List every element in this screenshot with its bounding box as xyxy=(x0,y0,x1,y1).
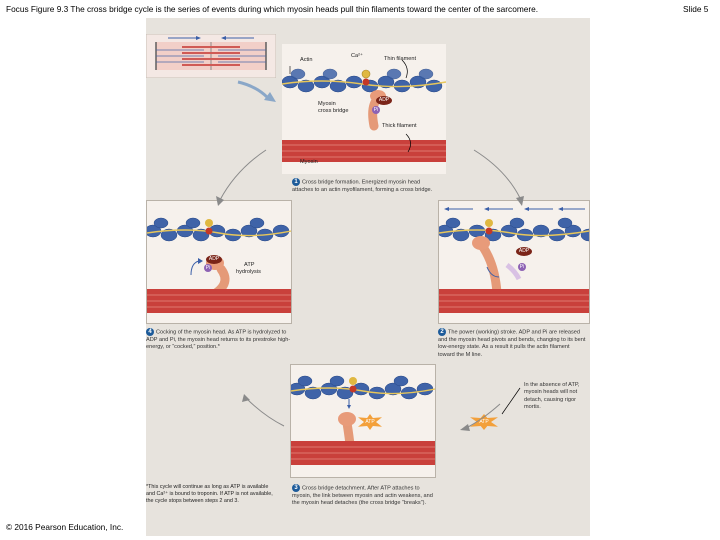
label-calcium: Ca²⁺ xyxy=(351,53,363,59)
label-myosin: Myosin xyxy=(300,159,318,165)
step-badge-3: 3 xyxy=(292,484,300,492)
step-badge-2: 2 xyxy=(438,328,446,336)
pi-badge-left: Pi xyxy=(204,264,212,272)
adp-badge-left: ADP xyxy=(206,255,222,264)
sarcomere-thumbnail xyxy=(145,33,277,79)
rigor-pointer-line xyxy=(500,386,522,416)
figure-title: Focus Figure 9.3 The cross bridge cycle … xyxy=(6,4,539,14)
adp-badge-right: ADP xyxy=(516,247,532,256)
cycle-footnote: *This cycle will continue as long as ATP… xyxy=(146,484,273,505)
caption-step-2-text: The power (working) stroke. ADP and Pi a… xyxy=(438,329,586,358)
step-badge-1: 1 xyxy=(292,178,300,186)
rigor-mortis-note: In the absence of ATP, myosin heads will… xyxy=(524,382,580,411)
panel-cross-bridge-detachment xyxy=(290,364,436,478)
label-atp-hydrolysis-line1: ATP xyxy=(244,262,255,268)
label-atp-hydrolysis-line2: hydrolysis xyxy=(236,269,261,275)
caption-step-1-text: Cross bridge formation. Energized myosin… xyxy=(292,179,433,193)
pi-badge: Pi xyxy=(372,106,380,114)
label-actin: Actin xyxy=(300,57,313,63)
pi-badge-right: Pi xyxy=(518,263,526,271)
label-myosin-cross-bridge-line2: cross bridge xyxy=(318,108,349,114)
slide-number: Slide 5 xyxy=(683,4,709,14)
atp-burst-bottom: ATP xyxy=(358,414,382,430)
step-badge-4: 4 xyxy=(146,328,154,336)
caption-step-4-text: Cocking of the myosin head. As ATP is hy… xyxy=(146,329,291,351)
caption-step-3-text: Cross bridge detachment. After ATP attac… xyxy=(292,485,433,507)
panel-cross-bridge-formation xyxy=(281,44,447,174)
zoom-arrow xyxy=(236,80,280,104)
adp-badge: ADP xyxy=(376,96,392,105)
label-thin-filament: Thin filament xyxy=(384,56,417,62)
panel-power-stroke xyxy=(438,200,590,324)
label-myosin-cross-bridge-line1: Myosin xyxy=(318,101,336,107)
label-thick-filament: Thick filament xyxy=(382,123,417,129)
copyright: © 2016 Pearson Education, Inc. xyxy=(6,522,124,532)
